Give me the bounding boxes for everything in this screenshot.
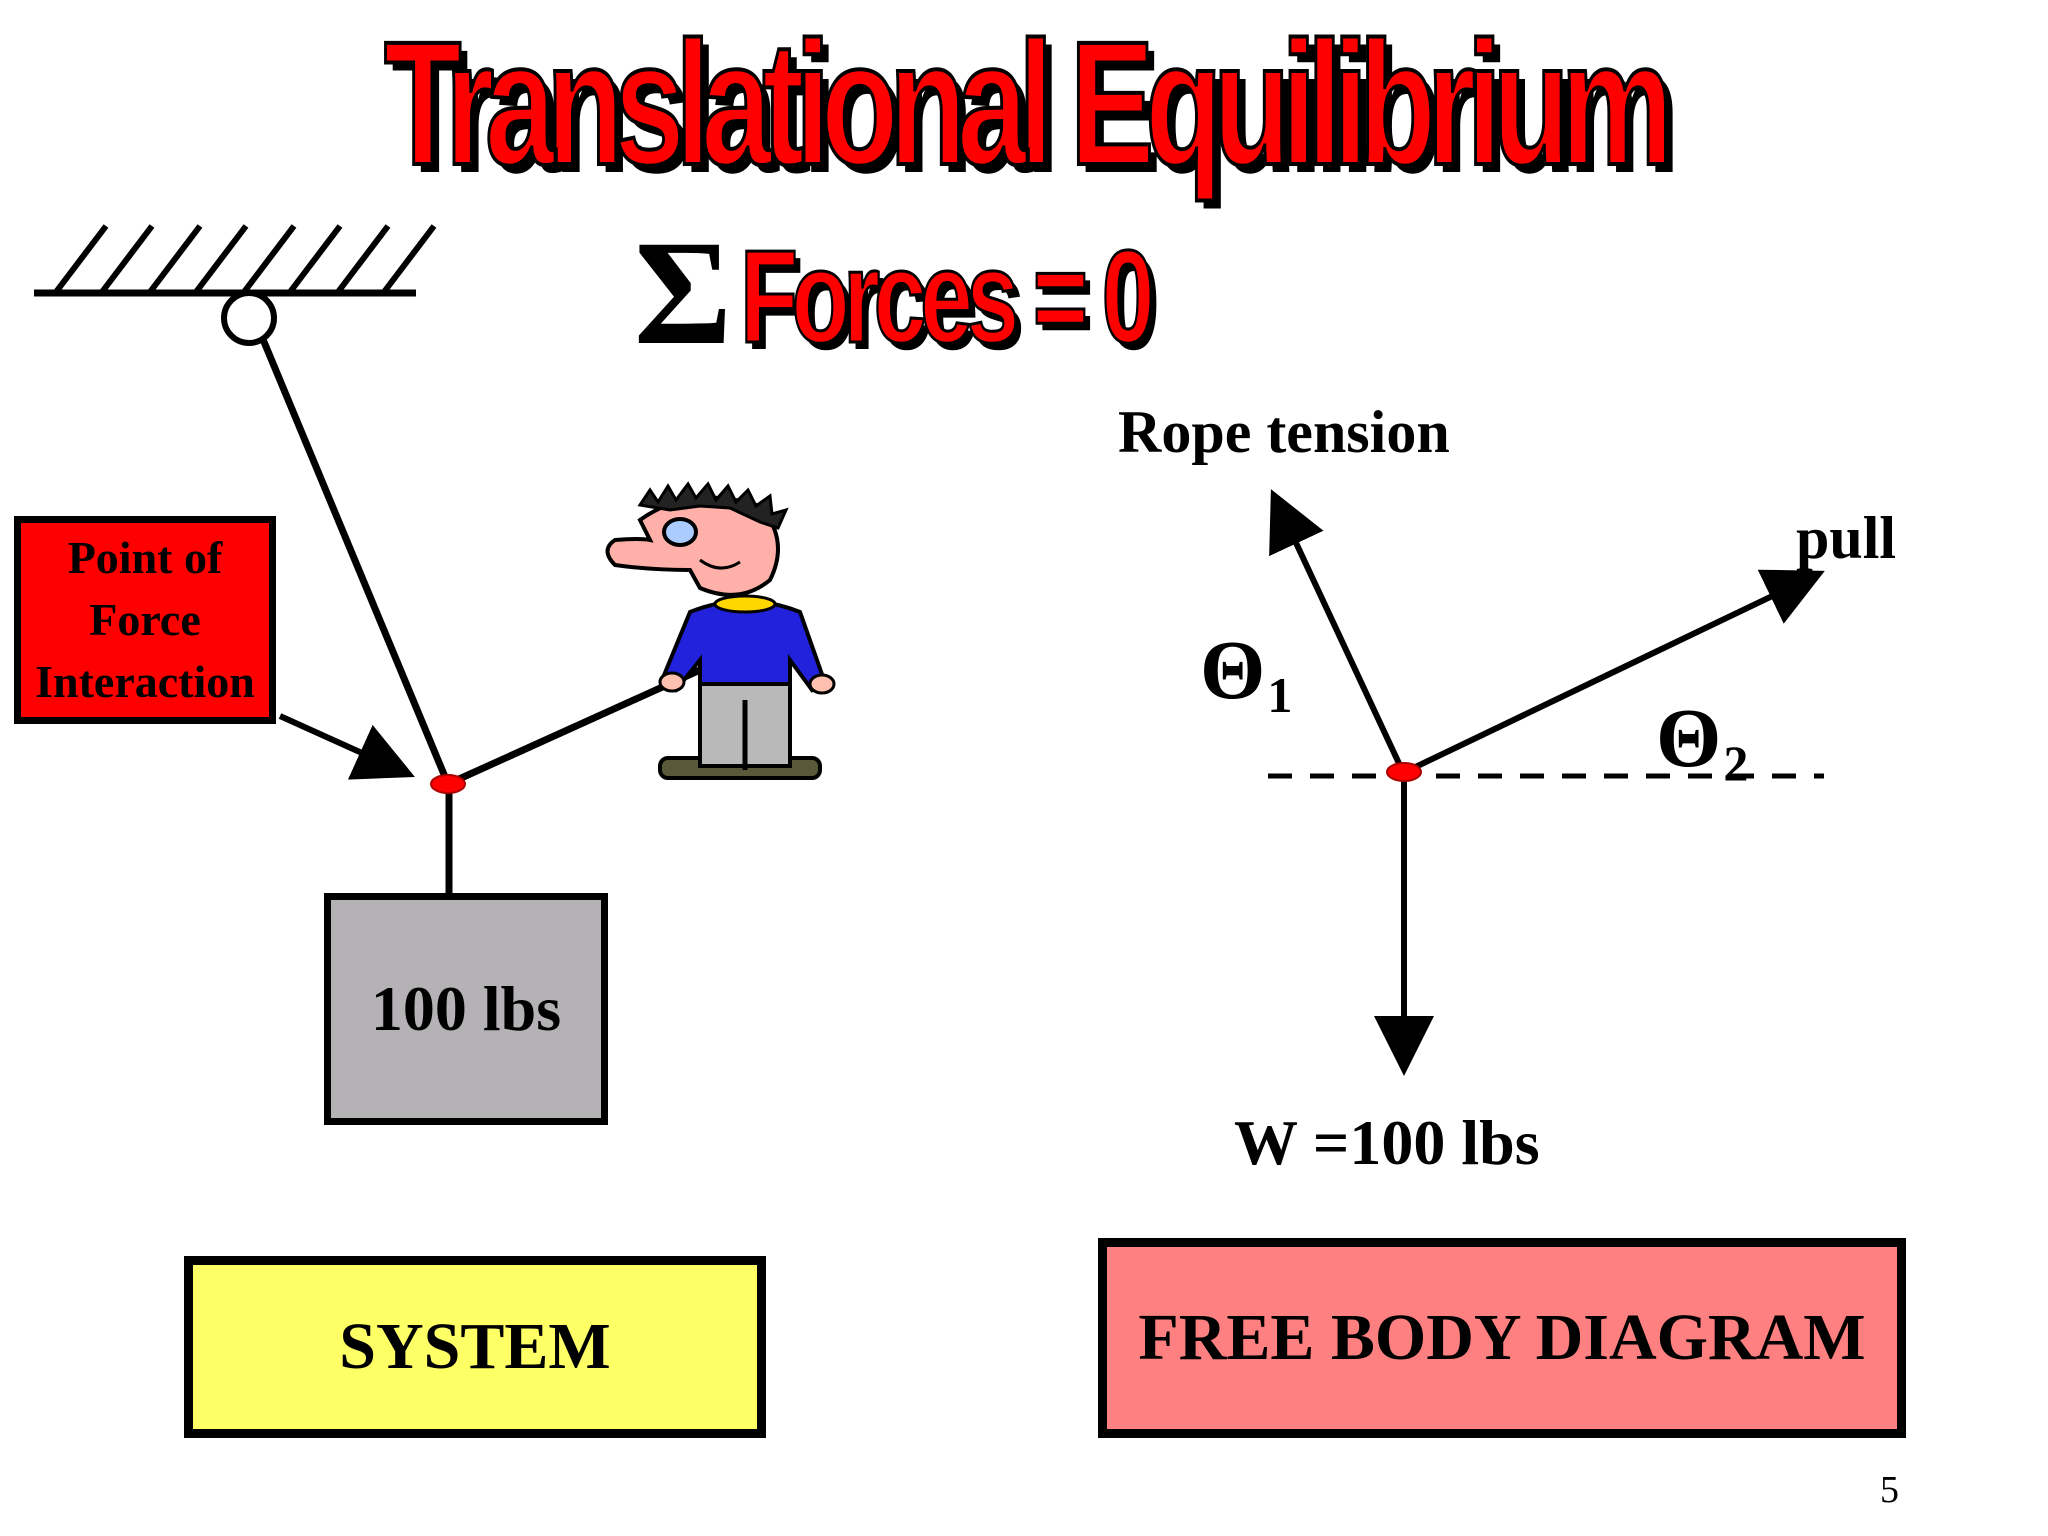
theta-1-label: Θ1 xyxy=(1200,622,1292,724)
rope-tension-vector xyxy=(1269,489,1406,774)
system-caption: SYSTEM xyxy=(184,1256,766,1438)
force-interaction-point xyxy=(430,774,466,794)
free-body-diagram-caption: FREE BODY DIAGRAM xyxy=(1098,1238,1906,1438)
weight-force-label: W =100 lbs xyxy=(1234,1107,1540,1178)
sigma-symbol: Σ xyxy=(633,210,733,376)
pull-vector xyxy=(1403,569,1825,775)
theta-2-label: Θ2 xyxy=(1656,690,1748,792)
point-of-force-interaction-label: Point of Force Interaction xyxy=(14,516,276,724)
equilibrium-equation: Forces = 0 xyxy=(739,222,1156,372)
rope-tension-label: Rope tension xyxy=(1118,399,1450,465)
slide-title: Translational Equilibrium xyxy=(383,6,1675,202)
pull-label: pull xyxy=(1796,505,1897,571)
weight-block-label: 100 lbs xyxy=(370,973,562,1044)
theta-1-subscript: 1 xyxy=(1267,667,1293,723)
person-illustration xyxy=(605,481,836,780)
fbd-origin-point xyxy=(1386,762,1422,782)
free-body-diagram-caption-label: FREE BODY DIAGRAM xyxy=(1138,1301,1866,1374)
pivot-ring xyxy=(221,290,277,346)
system-caption-label: SYSTEM xyxy=(339,1310,611,1383)
theta-2-subscript: 2 xyxy=(1723,735,1749,791)
pull-rope xyxy=(446,666,702,788)
pointer-arrow xyxy=(278,713,415,780)
theta-2-symbol: Θ xyxy=(1656,692,1722,785)
weight-block: 100 lbs xyxy=(324,893,608,1125)
page-number: 5 xyxy=(1880,1469,1899,1511)
support-rope xyxy=(258,335,452,786)
ceiling-support xyxy=(34,224,437,297)
theta-1-symbol: Θ xyxy=(1200,624,1266,717)
